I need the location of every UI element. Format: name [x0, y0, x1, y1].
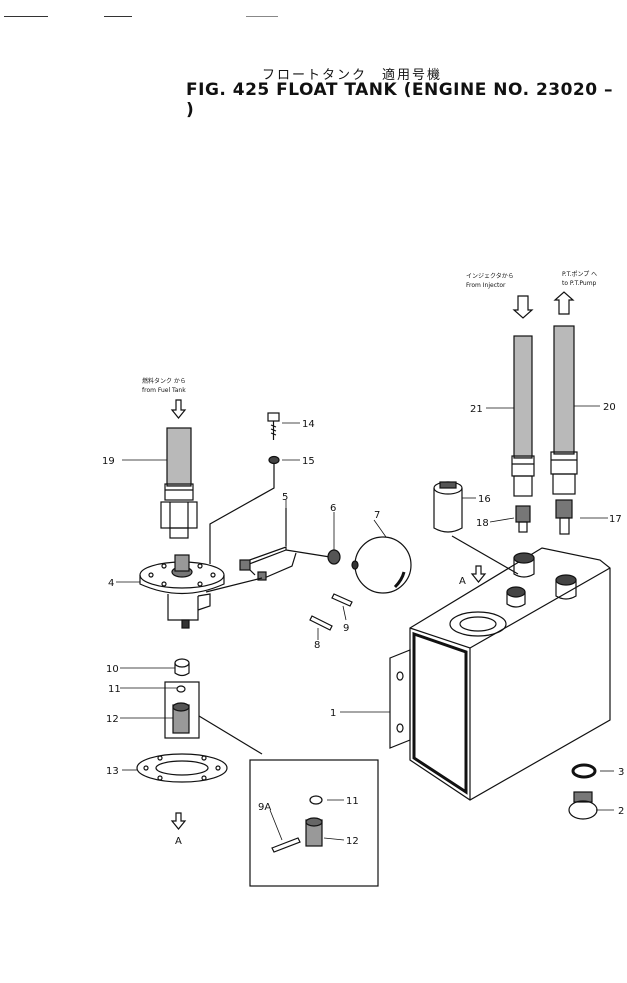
callout-9a: 9A — [258, 802, 271, 813]
callout-16: 16 — [478, 494, 491, 505]
note-injector-jp: インジェクタから — [466, 272, 514, 280]
callout-15: 15 — [302, 456, 315, 467]
view-a-arrow-icon — [470, 565, 487, 583]
title-japanese: フロートタンク 適用号機 — [262, 68, 443, 83]
callout-18: 18 — [476, 518, 489, 529]
o-ring-11-detail — [309, 795, 323, 805]
valve-12 — [172, 702, 190, 734]
callout-leaders — [116, 405, 614, 841]
o-ring-11 — [176, 685, 186, 693]
pump-arrow-icon — [553, 291, 575, 315]
leader-line — [451, 535, 519, 575]
hose-19 — [160, 427, 198, 539]
callout-20: 20 — [603, 402, 616, 413]
detail-leader — [198, 715, 263, 755]
pin-9 — [331, 593, 353, 607]
view-a-label-top: A — [459, 576, 466, 587]
float-tank-1 — [389, 547, 611, 801]
header-rule — [4, 16, 48, 17]
header-rule — [246, 16, 278, 17]
nut-6 — [327, 549, 341, 565]
note-fuel-tank-jp: 燃料タンク から — [142, 377, 186, 385]
callout-12: 12 — [106, 714, 119, 725]
pin-9a — [271, 837, 301, 853]
callout-8: 8 — [314, 640, 320, 651]
injector-arrow-icon — [512, 295, 534, 319]
gasket-13 — [136, 753, 228, 783]
callout-10: 10 — [106, 664, 119, 675]
leader-line — [209, 464, 275, 564]
float-ball-7 — [351, 536, 412, 594]
note-pump-jp: P.T.ポンプ へ — [562, 270, 597, 278]
float-arm-5 — [239, 508, 331, 581]
header-rule — [104, 16, 132, 17]
callout-14: 14 — [302, 419, 315, 430]
valve-12-detail — [305, 817, 323, 847]
inlet-arrow-icon — [170, 399, 187, 419]
hose-21 — [511, 335, 535, 497]
callout-11: 11 — [108, 684, 121, 695]
callout-19: 19 — [102, 456, 115, 467]
view-a-label-bottom: A — [175, 836, 182, 847]
callout-7: 7 — [374, 510, 380, 521]
drain-plug-2 — [568, 791, 598, 820]
figure-title: FIG. 425 FLOAT TANK (ENGINE NO. 23020 – … — [186, 80, 614, 120]
callout-2: 2 — [618, 806, 624, 817]
bushing-10 — [174, 658, 190, 677]
detail-box — [249, 759, 379, 887]
callout-1: 1 — [330, 708, 336, 719]
callout-11-detail: 11 — [346, 796, 359, 807]
note-fuel-tank-en: from Fuel Tank — [142, 387, 186, 394]
note-injector-en: From Injector — [466, 282, 506, 289]
washer-15 — [268, 455, 280, 465]
callout-17: 17 — [609, 514, 622, 525]
float-cover-4 — [139, 554, 225, 629]
callout-4: 4 — [108, 578, 114, 589]
callout-13: 13 — [106, 766, 119, 777]
callout-5: 5 — [282, 492, 288, 503]
bolt-14 — [267, 412, 280, 440]
callout-9: 9 — [343, 623, 349, 634]
callout-21: 21 — [470, 404, 483, 415]
connector-17 — [555, 499, 573, 535]
hose-20 — [550, 325, 578, 495]
view-a-arrow-icon — [170, 812, 187, 830]
leader-line — [205, 577, 263, 593]
gasket-3 — [571, 763, 597, 779]
callout-12-detail: 12 — [346, 836, 359, 847]
cap-16 — [433, 481, 463, 533]
detail-bracket — [164, 681, 200, 739]
note-pump-en: to P.T.Pump — [562, 280, 597, 287]
callout-6: 6 — [330, 503, 336, 514]
pin-8 — [309, 615, 333, 631]
connector-18 — [515, 505, 531, 533]
callout-3: 3 — [618, 767, 624, 778]
